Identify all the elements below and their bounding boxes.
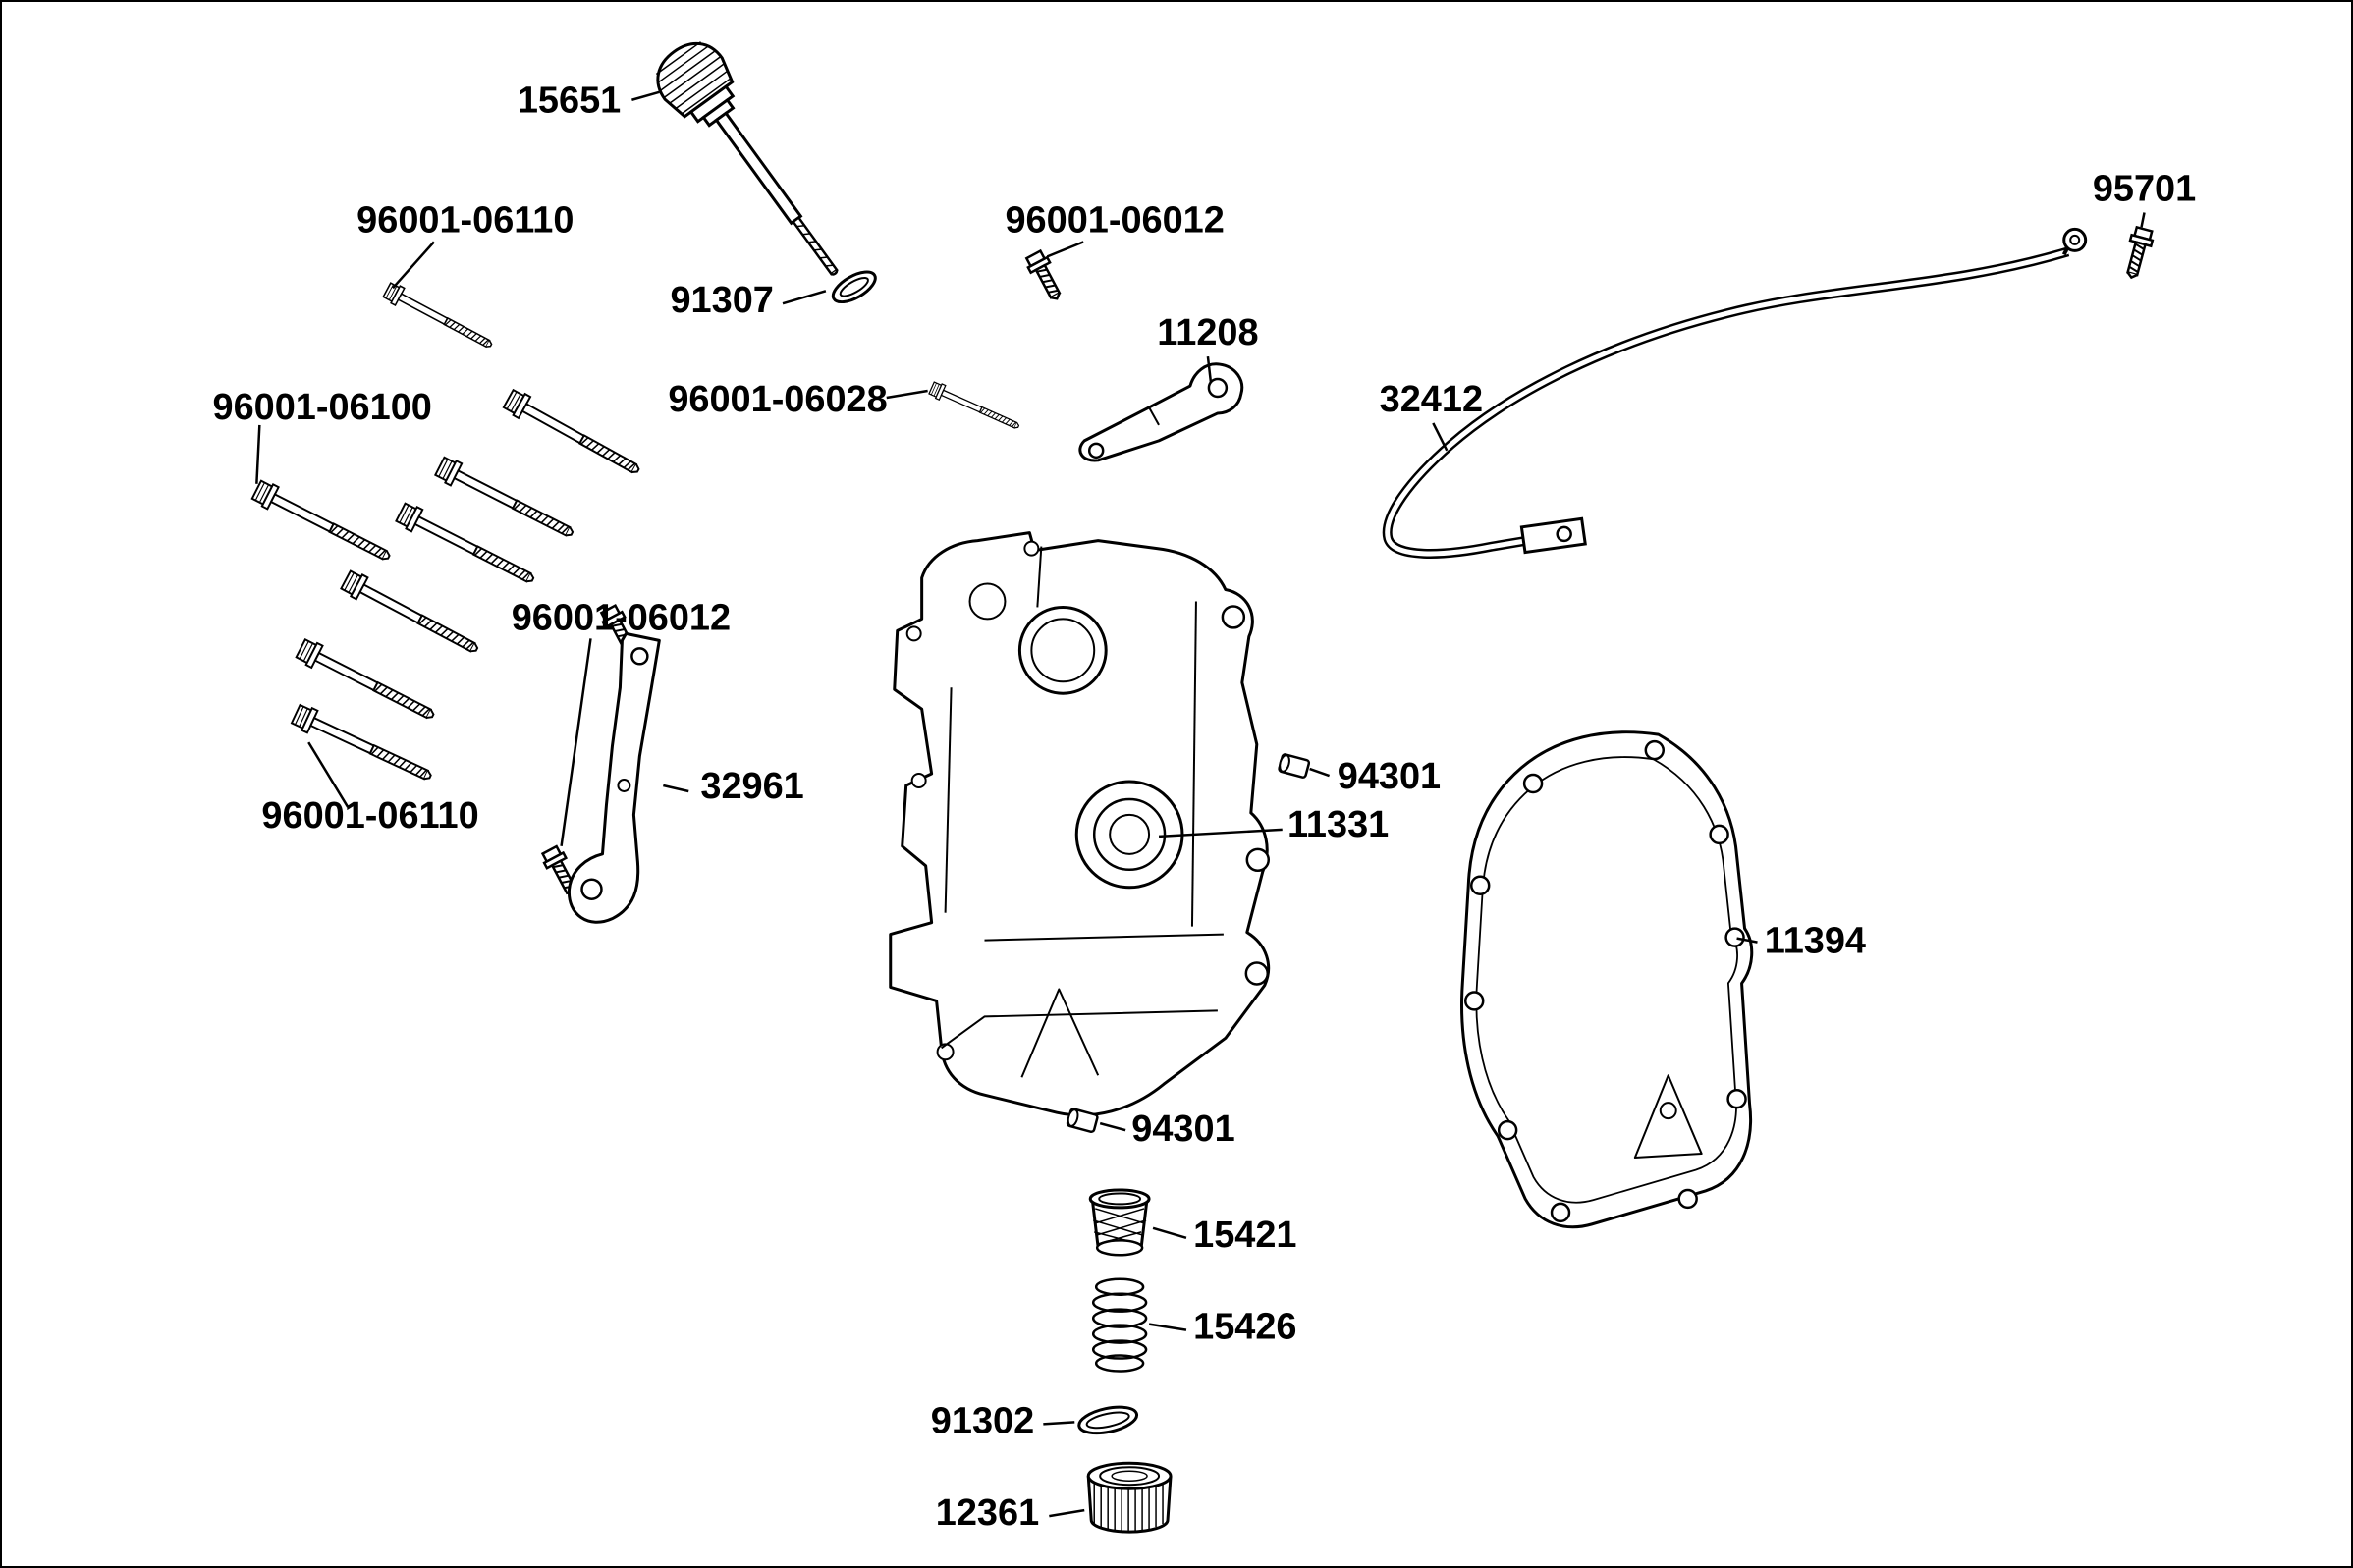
- leader-line: [1432, 422, 1449, 452]
- plate-drawing: [568, 631, 661, 924]
- part-label-95701: 95701: [2093, 168, 2196, 209]
- crankcase-drawing: [889, 531, 1271, 1117]
- ground-cable-drawing: [1382, 227, 2088, 559]
- oil-dipstick-drawing: [655, 41, 839, 276]
- hex-bolt-96001-06028: [927, 380, 1022, 435]
- leader-line: [782, 290, 827, 305]
- oil-screen-drawing: [1088, 1188, 1151, 1257]
- leader-line: [1099, 1121, 1126, 1132]
- gasket-drawing: [1460, 730, 1754, 1229]
- part-label-15651: 15651: [518, 81, 621, 122]
- leader-line: [1148, 1323, 1187, 1331]
- hex-bolt-96001-06110-top: [381, 280, 497, 355]
- part-label-91302: 91302: [931, 1400, 1034, 1441]
- oring-drawing: [1077, 1405, 1139, 1435]
- part-label-96001-06100: 96001-06100: [213, 387, 432, 428]
- part-label-12361: 12361: [936, 1492, 1039, 1534]
- leader-line: [886, 389, 928, 400]
- part-label-96001-06012-top: 96001-06012: [1005, 199, 1224, 241]
- leader-line: [1043, 1421, 1075, 1426]
- part-label-94301-upper: 94301: [1338, 756, 1441, 797]
- oil-cap-drawing: [1086, 1461, 1173, 1534]
- part-label-11208: 11208: [1157, 312, 1258, 353]
- part-label-15421: 15421: [1193, 1215, 1296, 1256]
- leader-line: [1206, 355, 1213, 383]
- leader-line: [663, 784, 689, 793]
- part-label-11394: 11394: [1765, 921, 1866, 962]
- leader-line: [2140, 212, 2146, 228]
- screw-95701-drawing: [2119, 225, 2157, 282]
- leader-line: [1158, 828, 1283, 838]
- part-label-96001-06110-top: 96001-06110: [356, 199, 574, 241]
- bracket-drawing: [1078, 362, 1244, 462]
- hex-bolt-cluster-96001-06100: [249, 387, 645, 789]
- spring-drawing: [1091, 1277, 1148, 1373]
- part-label-32961: 32961: [700, 766, 803, 807]
- screw-96001-06012-top: [1022, 247, 1068, 305]
- leader-line: [1046, 241, 1084, 258]
- leader-line: [1152, 1226, 1187, 1240]
- cable-flat-terminal: [1519, 516, 1587, 555]
- leader-line: [560, 638, 592, 847]
- part-label-91307: 91307: [670, 280, 773, 321]
- dowel-pin-upper: [1277, 752, 1311, 780]
- part-label-15426: 15426: [1193, 1307, 1296, 1348]
- part-label-11331: 11331: [1287, 804, 1389, 845]
- leader-line: [392, 241, 435, 290]
- part-label-32412: 32412: [1380, 379, 1483, 420]
- part-label-96001-06028: 96001-06028: [668, 379, 887, 420]
- leader-lines: [255, 90, 2146, 1518]
- part-labels: 15651 96001-06110 96001-06012 95701 9130…: [213, 81, 2197, 1534]
- leader-line: [1736, 937, 1758, 944]
- part-label-96001-06110-btm: 96001-06110: [261, 795, 478, 837]
- cable-ring-terminal: [2061, 227, 2088, 256]
- leader-line: [1049, 1508, 1085, 1518]
- part-label-94301-lower: 94301: [1131, 1108, 1234, 1150]
- leader-line: [631, 90, 660, 101]
- bearing-drawing: [1074, 780, 1184, 890]
- dipstick-oring-drawing: [831, 270, 877, 304]
- part-label-96001-06012-mid: 96001-06012: [512, 597, 731, 638]
- leader-line: [255, 424, 261, 484]
- leader-line: [1309, 767, 1331, 778]
- leader-line: [307, 741, 350, 808]
